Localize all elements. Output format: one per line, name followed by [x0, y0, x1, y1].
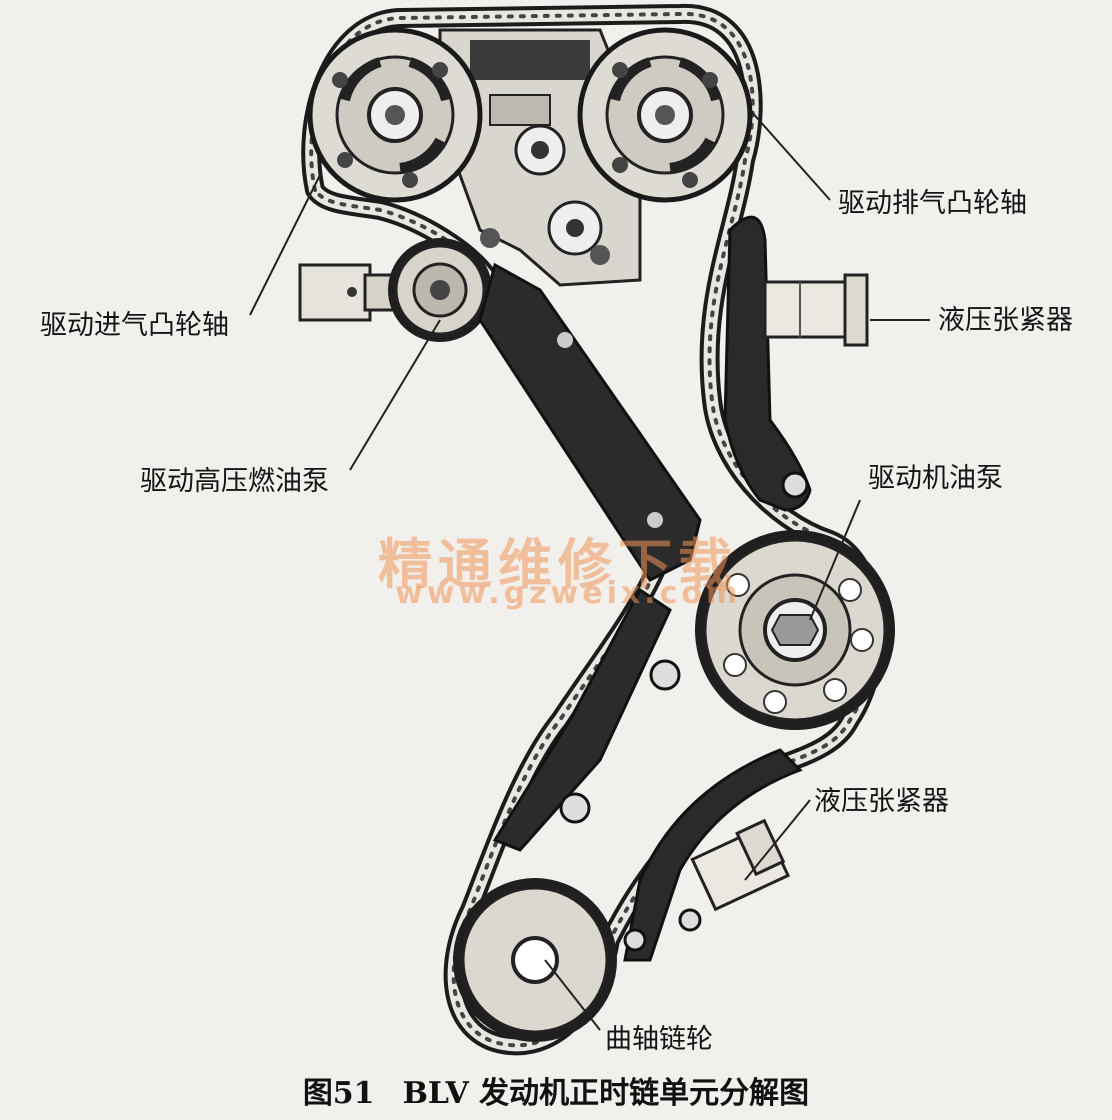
figure-number: 图51 — [302, 1076, 375, 1111]
label-exhaust-cam: 驱动排气凸轮轴 — [838, 188, 1027, 219]
watermark-url: www.gzweix.com — [395, 576, 742, 611]
label-upper-hydraulic-tensioner: 液压张紧器 — [938, 305, 1073, 336]
upper-hydraulic-tensioner — [763, 273, 869, 347]
left-guide-rail — [478, 262, 702, 582]
label-fuel-pump: 驱动高压燃油泵 — [140, 466, 329, 497]
figure-title: BLV 发动机正时链单元分解图 — [402, 1076, 810, 1111]
crankshaft-sprocket — [453, 878, 617, 1042]
upper-tensioner-rail — [723, 215, 812, 512]
lower-hydraulic-tensioner — [690, 818, 791, 912]
lower-tensioner-guide — [623, 748, 803, 962]
watermark-text: 精通维修下载 — [378, 533, 738, 596]
figure-caption: 图51 BLV 发动机正时链单元分解图 — [0, 1068, 1112, 1112]
lower-left-guide-rail — [492, 587, 681, 852]
intake-cam-sprocket — [307, 27, 483, 203]
label-crank-sprocket: 曲轴链轮 — [605, 1024, 713, 1055]
oil-pump-sprocket — [695, 530, 895, 730]
leader-lines — [249, 109, 930, 1031]
fuel-pump-gear — [298, 238, 492, 342]
label-oil-pump: 驱动机油泵 — [868, 463, 1003, 494]
label-intake-cam: 驱动进气凸轮轴 — [40, 310, 229, 341]
label-lower-hydraulic-tensioner: 液压张紧器 — [814, 786, 949, 817]
exhaust-cam-sprocket — [577, 27, 753, 203]
